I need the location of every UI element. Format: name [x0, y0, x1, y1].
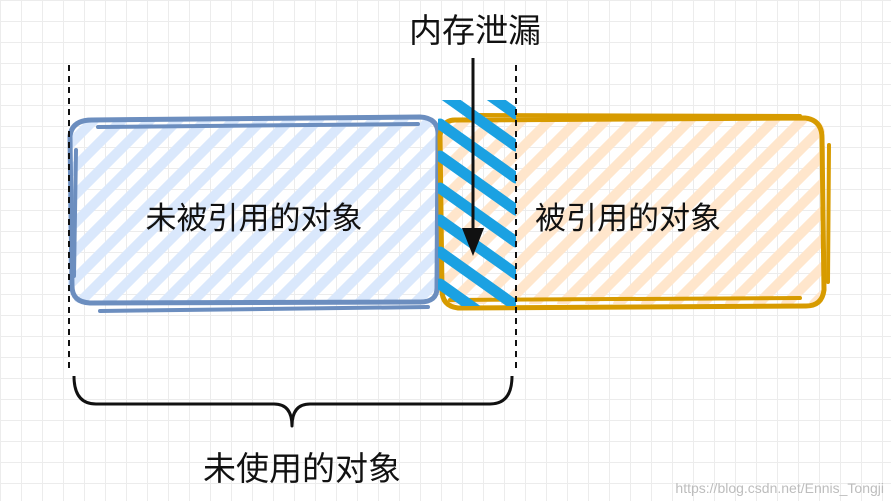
referenced-objects-block — [437, 113, 831, 311]
referenced-objects-label: 被引用的对象 — [535, 201, 721, 237]
watermark: https://blog.csdn.net/Ennis_Tongji — [675, 480, 884, 496]
unused-objects-label: 未使用的对象 — [203, 449, 401, 488]
unreferenced-objects-label: 未被引用的对象 — [146, 201, 363, 237]
unused-objects-brace — [72, 375, 514, 428]
memory-leak-arrow — [462, 58, 484, 256]
memory-leak-label: 内存泄漏 — [409, 11, 541, 50]
memory-leak-region — [438, 100, 516, 306]
unreferenced-objects-block — [67, 114, 441, 313]
